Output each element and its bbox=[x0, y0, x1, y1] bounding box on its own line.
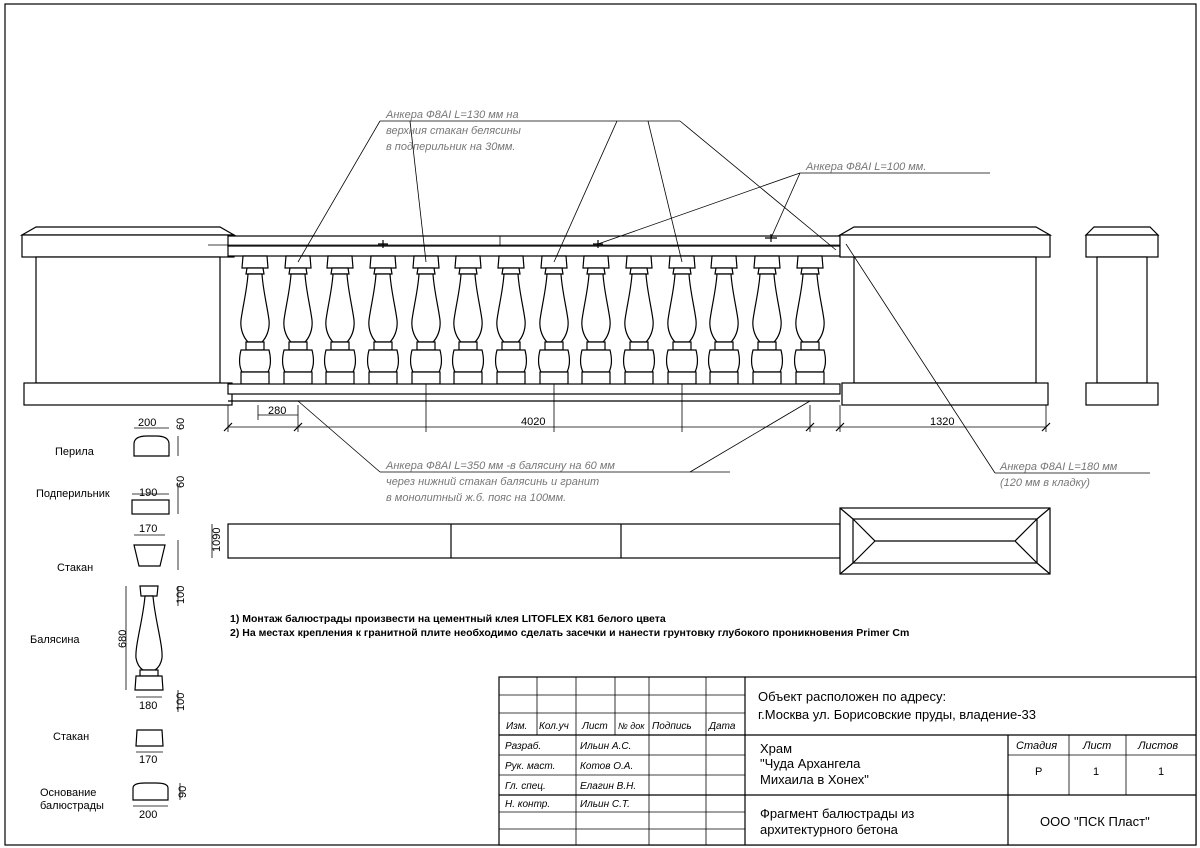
part-balyasina-label: Балясина bbox=[30, 634, 80, 646]
plan-view bbox=[211, 507, 1051, 575]
part-osnovanie-label-1: Основание bbox=[40, 787, 96, 799]
svg-text:680: 680 bbox=[117, 630, 129, 648]
part-stakan-bottom-label: Стакан bbox=[53, 731, 89, 743]
tb-stage: Р bbox=[1035, 766, 1042, 778]
tb-object-1: Храм bbox=[760, 741, 792, 756]
handrail bbox=[227, 235, 841, 247]
tb-fragment-1: Фрагмент балюстрады из bbox=[760, 806, 914, 821]
svg-text:200: 200 bbox=[139, 809, 157, 821]
tb-hdr-ndok: № док bbox=[618, 721, 645, 731]
svg-text:60: 60 bbox=[175, 476, 187, 488]
tb-object-2: "Чуда Архангела bbox=[760, 756, 861, 771]
baluster-row bbox=[239, 255, 826, 385]
svg-text:200: 200 bbox=[138, 417, 156, 429]
end-pier-base bbox=[1085, 382, 1159, 406]
tb-name-2: Елагин В.Н. bbox=[580, 781, 636, 792]
svg-text:170: 170 bbox=[139, 754, 157, 766]
tb-hdr-koluch: Кол.уч bbox=[539, 721, 569, 732]
end-pier-body bbox=[1096, 256, 1148, 384]
instruction-1: 1) Монтаж балюстрады произвести на цемен… bbox=[230, 613, 666, 625]
left-pier-cap bbox=[19, 226, 237, 236]
tb-name-3: Ильин С.Т. bbox=[580, 799, 630, 810]
tb-stage-label: Стадия bbox=[1016, 740, 1057, 752]
tb-hdr-data: Дата bbox=[708, 721, 736, 732]
tb-role-3: Н. контр. bbox=[505, 799, 550, 810]
right-pier-body bbox=[853, 256, 1037, 384]
tb-sheets-label: Листов bbox=[1137, 740, 1178, 752]
dim-280: 280 bbox=[268, 405, 286, 417]
end-pier-cap bbox=[1084, 226, 1160, 236]
tb-role-2: Гл. спец. bbox=[505, 781, 546, 792]
part-podperilnik-label: Подперильник bbox=[36, 488, 110, 500]
anchor-leaders bbox=[297, 120, 1150, 474]
tb-address-1: Объект расположен по адресу: bbox=[758, 689, 946, 704]
svg-text:100: 100 bbox=[175, 586, 187, 604]
tb-address-2: г.Москва ул. Борисовские пруды, владение… bbox=[758, 707, 1036, 722]
tb-sheet: 1 bbox=[1093, 766, 1099, 778]
svg-text:90: 90 bbox=[177, 786, 189, 798]
dim-4020: 4020 bbox=[521, 416, 545, 428]
svg-text:180: 180 bbox=[139, 700, 157, 712]
tb-company: ООО "ПСК Пласт" bbox=[1040, 814, 1150, 829]
svg-text:100: 100 bbox=[175, 693, 187, 711]
svg-text:170: 170 bbox=[139, 523, 157, 535]
tb-role-1: Рук. маст. bbox=[505, 761, 555, 772]
dim-1090: 1090 bbox=[211, 528, 223, 552]
left-pier-body bbox=[35, 256, 221, 384]
tb-sheet-label: Лист bbox=[1082, 740, 1111, 752]
part-perila-label: Перила bbox=[55, 446, 95, 458]
title-block bbox=[498, 676, 1197, 846]
note-anchor-mid: Анкера Ф8АI L=100 мм. bbox=[805, 161, 926, 173]
left-pier-base bbox=[23, 382, 233, 406]
instruction-2: 2) На местах крепления к гранитной плите… bbox=[230, 627, 909, 639]
base-plinth bbox=[227, 383, 841, 395]
dimension-lines bbox=[223, 384, 1051, 432]
right-pier-base bbox=[841, 382, 1049, 406]
part-stakan-top-label: Стакан bbox=[57, 562, 93, 574]
tb-name-0: Ильин А.С. bbox=[580, 741, 631, 752]
note-anchor-bottom: Анкера Ф8АI L=350 мм -в балясину на 60 м… bbox=[385, 460, 618, 504]
tb-hdr-izm: Изм. bbox=[506, 721, 527, 732]
tb-hdr-podpis: Подпись bbox=[652, 721, 692, 732]
tb-fragment-2: архитектурного бетона bbox=[760, 822, 899, 837]
tb-object-3: Михаила в Хонех" bbox=[760, 772, 869, 787]
tb-hdr-list: Лист bbox=[581, 721, 608, 732]
dim-1320: 1320 bbox=[930, 416, 954, 428]
svg-text:60: 60 bbox=[175, 418, 187, 430]
parts-legend bbox=[125, 427, 181, 807]
tb-name-1: Котов О.А. bbox=[580, 761, 633, 772]
sub-handrail bbox=[227, 245, 841, 257]
tb-role-0: Разраб. bbox=[505, 740, 541, 752]
note-anchor-top: Анкера Ф8АI L=130 мм на верхния стакан б… bbox=[385, 109, 524, 153]
right-pier-cap bbox=[837, 226, 1053, 236]
elevation-view bbox=[19, 226, 1160, 406]
svg-text:190: 190 bbox=[139, 487, 157, 499]
tb-sheets: 1 bbox=[1158, 766, 1164, 778]
part-osnovanie-label-2: балюстрады bbox=[40, 800, 104, 812]
note-anchor-right: Анкера Ф8АI L=180 мм (120 мм в кладку) bbox=[999, 461, 1120, 489]
